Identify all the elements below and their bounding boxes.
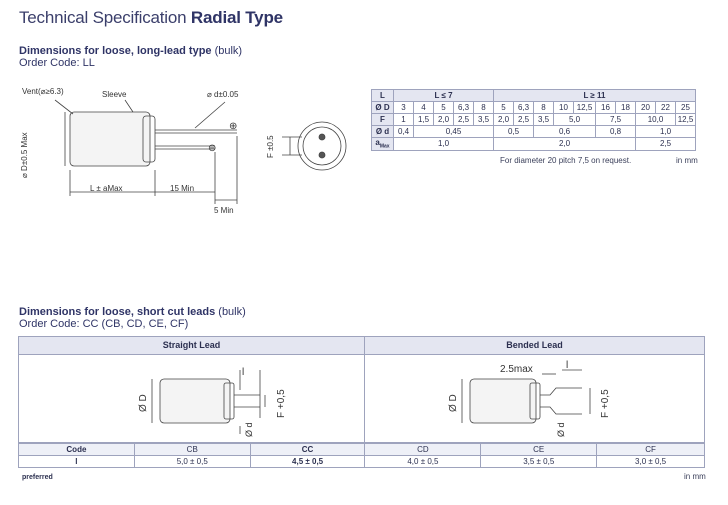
straight-diameter-label: Ø D xyxy=(138,394,149,412)
cell: 12,5 xyxy=(573,101,596,114)
row-d-label: Ø d xyxy=(371,125,394,138)
l-cell: 3,5 ± 0,5 xyxy=(480,455,598,468)
cell: 0,45 xyxy=(413,125,494,138)
l-cell: 4,5 ± 0,5 xyxy=(249,455,366,468)
code-cell: CC xyxy=(249,443,366,456)
lead-5min-label: 5 Min xyxy=(214,206,234,215)
unit-note: in mm xyxy=(676,156,698,165)
group-large: L ≥ 11 xyxy=(493,89,696,102)
bended-max-label: 2.5max xyxy=(500,364,533,375)
lead-diameter-label: ⌀ d±0.05 xyxy=(207,90,239,99)
cell: 7,5 xyxy=(595,113,636,126)
bended-lead-drawing xyxy=(461,369,591,424)
code-cell: CF xyxy=(596,443,705,456)
bended-pitch-label: F +0,5 xyxy=(600,389,611,418)
row-D-label: Ø D xyxy=(371,101,394,114)
straight-l-label: l xyxy=(242,367,245,378)
cell: 10,0 xyxy=(635,113,676,126)
cell: 3,5 xyxy=(473,113,494,126)
pitch-note: For diameter 20 pitch 7,5 on request. xyxy=(500,156,632,165)
straight-d-label: Ø d xyxy=(244,422,254,437)
l-cell: 3,0 ± 0,5 xyxy=(596,455,705,468)
cell: 2,0 xyxy=(493,113,514,126)
code-cell: CE xyxy=(480,443,598,456)
bended-lead-body xyxy=(364,354,705,443)
l-cell: 5,0 ± 0,5 xyxy=(133,455,251,468)
cell: 1,0 xyxy=(393,137,494,151)
l-cell: 4,0 ± 0,5 xyxy=(364,455,482,468)
cell: 0,6 xyxy=(533,125,596,138)
cell: 1,5 xyxy=(413,113,434,126)
straight-lead-header: Straight Lead xyxy=(18,336,365,355)
row-F-label: F xyxy=(371,113,394,126)
group-small: L ≤ 7 xyxy=(393,89,494,102)
cell: 2,0 xyxy=(433,113,454,126)
pitch-label: F ±0.5 xyxy=(266,135,275,158)
cell: 0,4 xyxy=(393,125,414,138)
bended-d-label: Ø d xyxy=(556,422,566,437)
cell: 1 xyxy=(393,113,414,126)
cell: 4 xyxy=(413,101,434,114)
cell: 5 xyxy=(493,101,514,114)
row-a-label: aMax xyxy=(371,137,394,151)
section2-order-code: Order Code: CC (CB, CD, CE, CF) xyxy=(19,318,189,330)
cell: 10 xyxy=(553,101,574,114)
cell: 2,5 xyxy=(453,113,474,126)
straight-lead-drawing xyxy=(151,370,266,434)
cell: 3 xyxy=(393,101,414,114)
sleeve-label: Sleeve xyxy=(102,90,127,99)
code-cell: CB xyxy=(133,443,251,456)
length-label: L ± aMax xyxy=(90,184,123,193)
cell: 5,0 xyxy=(553,113,596,126)
cell: 2,5 xyxy=(513,113,534,126)
section2-heading: Dimensions for loose, short cut leads (b… xyxy=(19,306,246,318)
cell: 8 xyxy=(533,101,554,114)
straight-pitch-label: F +0,5 xyxy=(276,389,287,418)
cell: 1,0 xyxy=(635,125,696,138)
cell: 6,3 xyxy=(453,101,474,114)
cell: 16 xyxy=(595,101,616,114)
cell: 5 xyxy=(433,101,454,114)
diameter-max-label: ⌀ D±0.5 Max xyxy=(20,132,29,178)
long-lead-drawing xyxy=(54,99,238,204)
end-view-drawing xyxy=(282,121,347,171)
spec-corner: L xyxy=(371,89,394,102)
vent-label: Vent(⌀≥6.3) xyxy=(22,87,64,96)
page-title: Technical Specification Radial Type xyxy=(19,8,283,27)
code-table: Code CB CC CD CE CF l 5,0 ± 0,5 4,5 ± 0,… xyxy=(18,443,705,468)
cell: 2,5 xyxy=(635,137,696,151)
cell: 2,0 xyxy=(493,137,636,151)
code-header: Code xyxy=(18,443,135,456)
section1-heading: Dimensions for loose, long-lead type (bu… xyxy=(19,45,243,57)
cell: 25 xyxy=(675,101,696,114)
cell: 20 xyxy=(635,101,656,114)
preferred-note: preferred xyxy=(22,474,53,481)
lead-15min-label: 15 Min xyxy=(170,184,195,193)
l-header: l xyxy=(18,455,135,468)
cell: 0,5 xyxy=(493,125,534,138)
bended-lead-header: Bended Lead xyxy=(364,336,705,355)
code-cell: CD xyxy=(364,443,482,456)
bended-diameter-label: Ø D xyxy=(448,394,459,412)
plus-icon: ⊕ xyxy=(229,121,238,132)
cell: 18 xyxy=(615,101,636,114)
minus-icon: ⊖ xyxy=(208,143,217,154)
cell: 12,5 xyxy=(675,113,696,126)
cell: 3,5 xyxy=(533,113,554,126)
cell: 22 xyxy=(655,101,676,114)
bended-l-label: l xyxy=(566,360,569,371)
cell: 8 xyxy=(473,101,494,114)
section1-order-code: Order Code: LL xyxy=(19,57,95,69)
bottom-unit-note: in mm xyxy=(684,472,706,481)
cell: 6,3 xyxy=(513,101,534,114)
cell: 0,8 xyxy=(595,125,636,138)
spec-table: L L ≤ 7 L ≥ 11 Ø D 3 4 5 6,3 8 5 6,3 8 1… xyxy=(371,89,696,151)
